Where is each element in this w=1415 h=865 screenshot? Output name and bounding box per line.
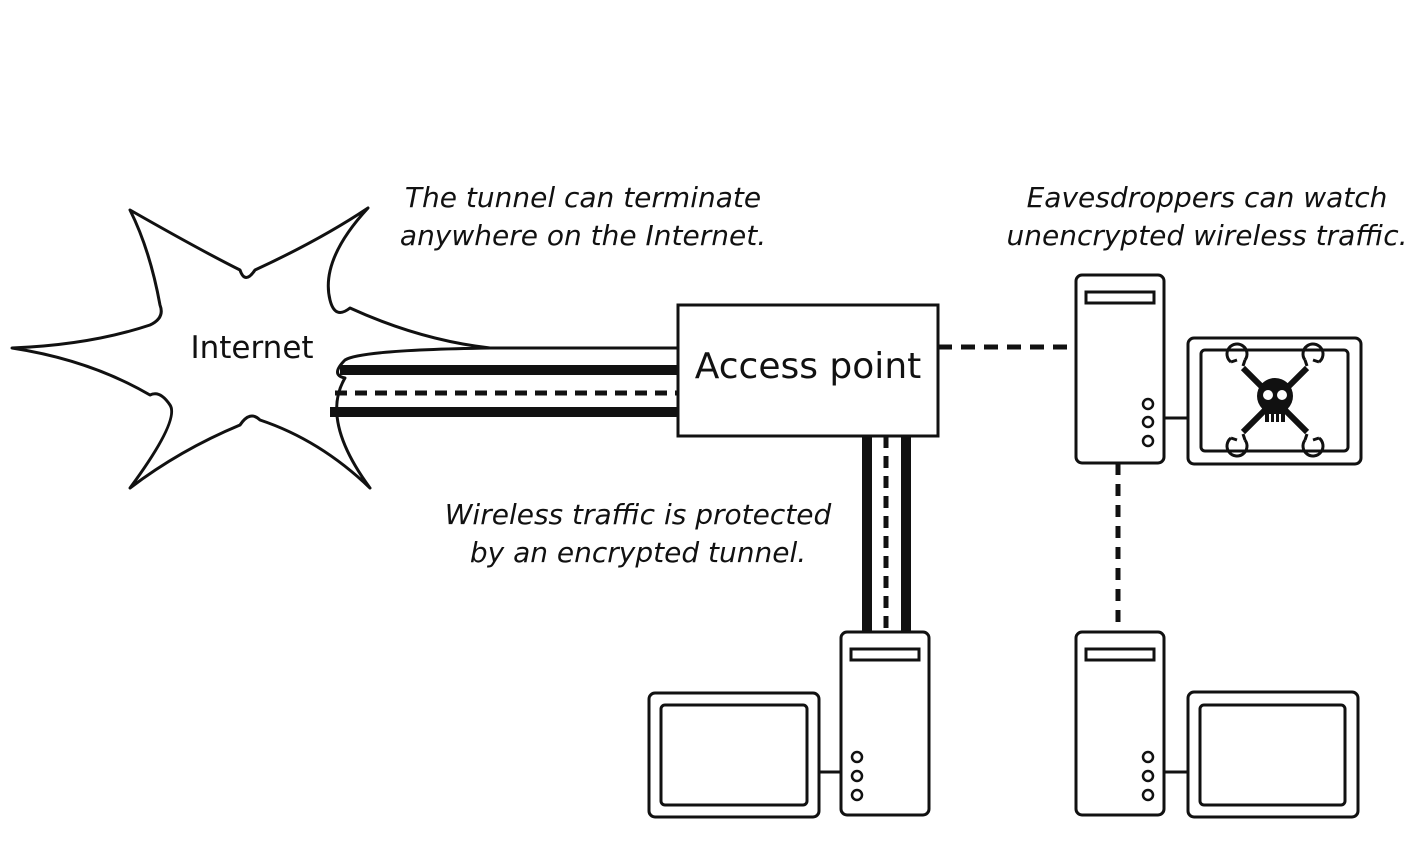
skull-crossed-wrenches-icon — [1225, 342, 1325, 458]
unencrypted-wireless-links — [938, 344, 1121, 632]
encrypted-tunnel-horizontal — [330, 346, 678, 417]
internet-cloud-icon: Internet — [10, 206, 492, 490]
protected-tower — [839, 630, 931, 817]
caption-tunnel-terminate: The tunnel can terminate anywhere on the… — [400, 181, 766, 252]
caption-line: anywhere on the Internet. — [400, 219, 766, 252]
encrypted-tunnel-vertical — [862, 436, 911, 632]
attacker-tower — [1074, 273, 1166, 465]
caption-wireless-protected: Wireless traffic is protected by an encr… — [445, 498, 832, 569]
unprotected-tower — [1074, 630, 1166, 817]
attacker-computer — [1074, 273, 1363, 466]
protected-computer — [647, 630, 931, 819]
caption-eavesdroppers: Eavesdroppers can watch unencrypted wire… — [1006, 181, 1407, 252]
caption-line: Wireless traffic is protected — [445, 498, 832, 531]
internet-label: Internet — [190, 330, 313, 366]
caption-line: unencrypted wireless traffic. — [1006, 219, 1407, 252]
caption-line: by an encrypted tunnel. — [470, 536, 806, 569]
access-point-box: Access point — [676, 303, 940, 438]
unprotected-computer — [1074, 630, 1360, 819]
caption-line: Eavesdroppers can watch — [1027, 181, 1388, 214]
access-point-label: Access point — [695, 346, 922, 387]
caption-line: The tunnel can terminate — [405, 181, 761, 214]
